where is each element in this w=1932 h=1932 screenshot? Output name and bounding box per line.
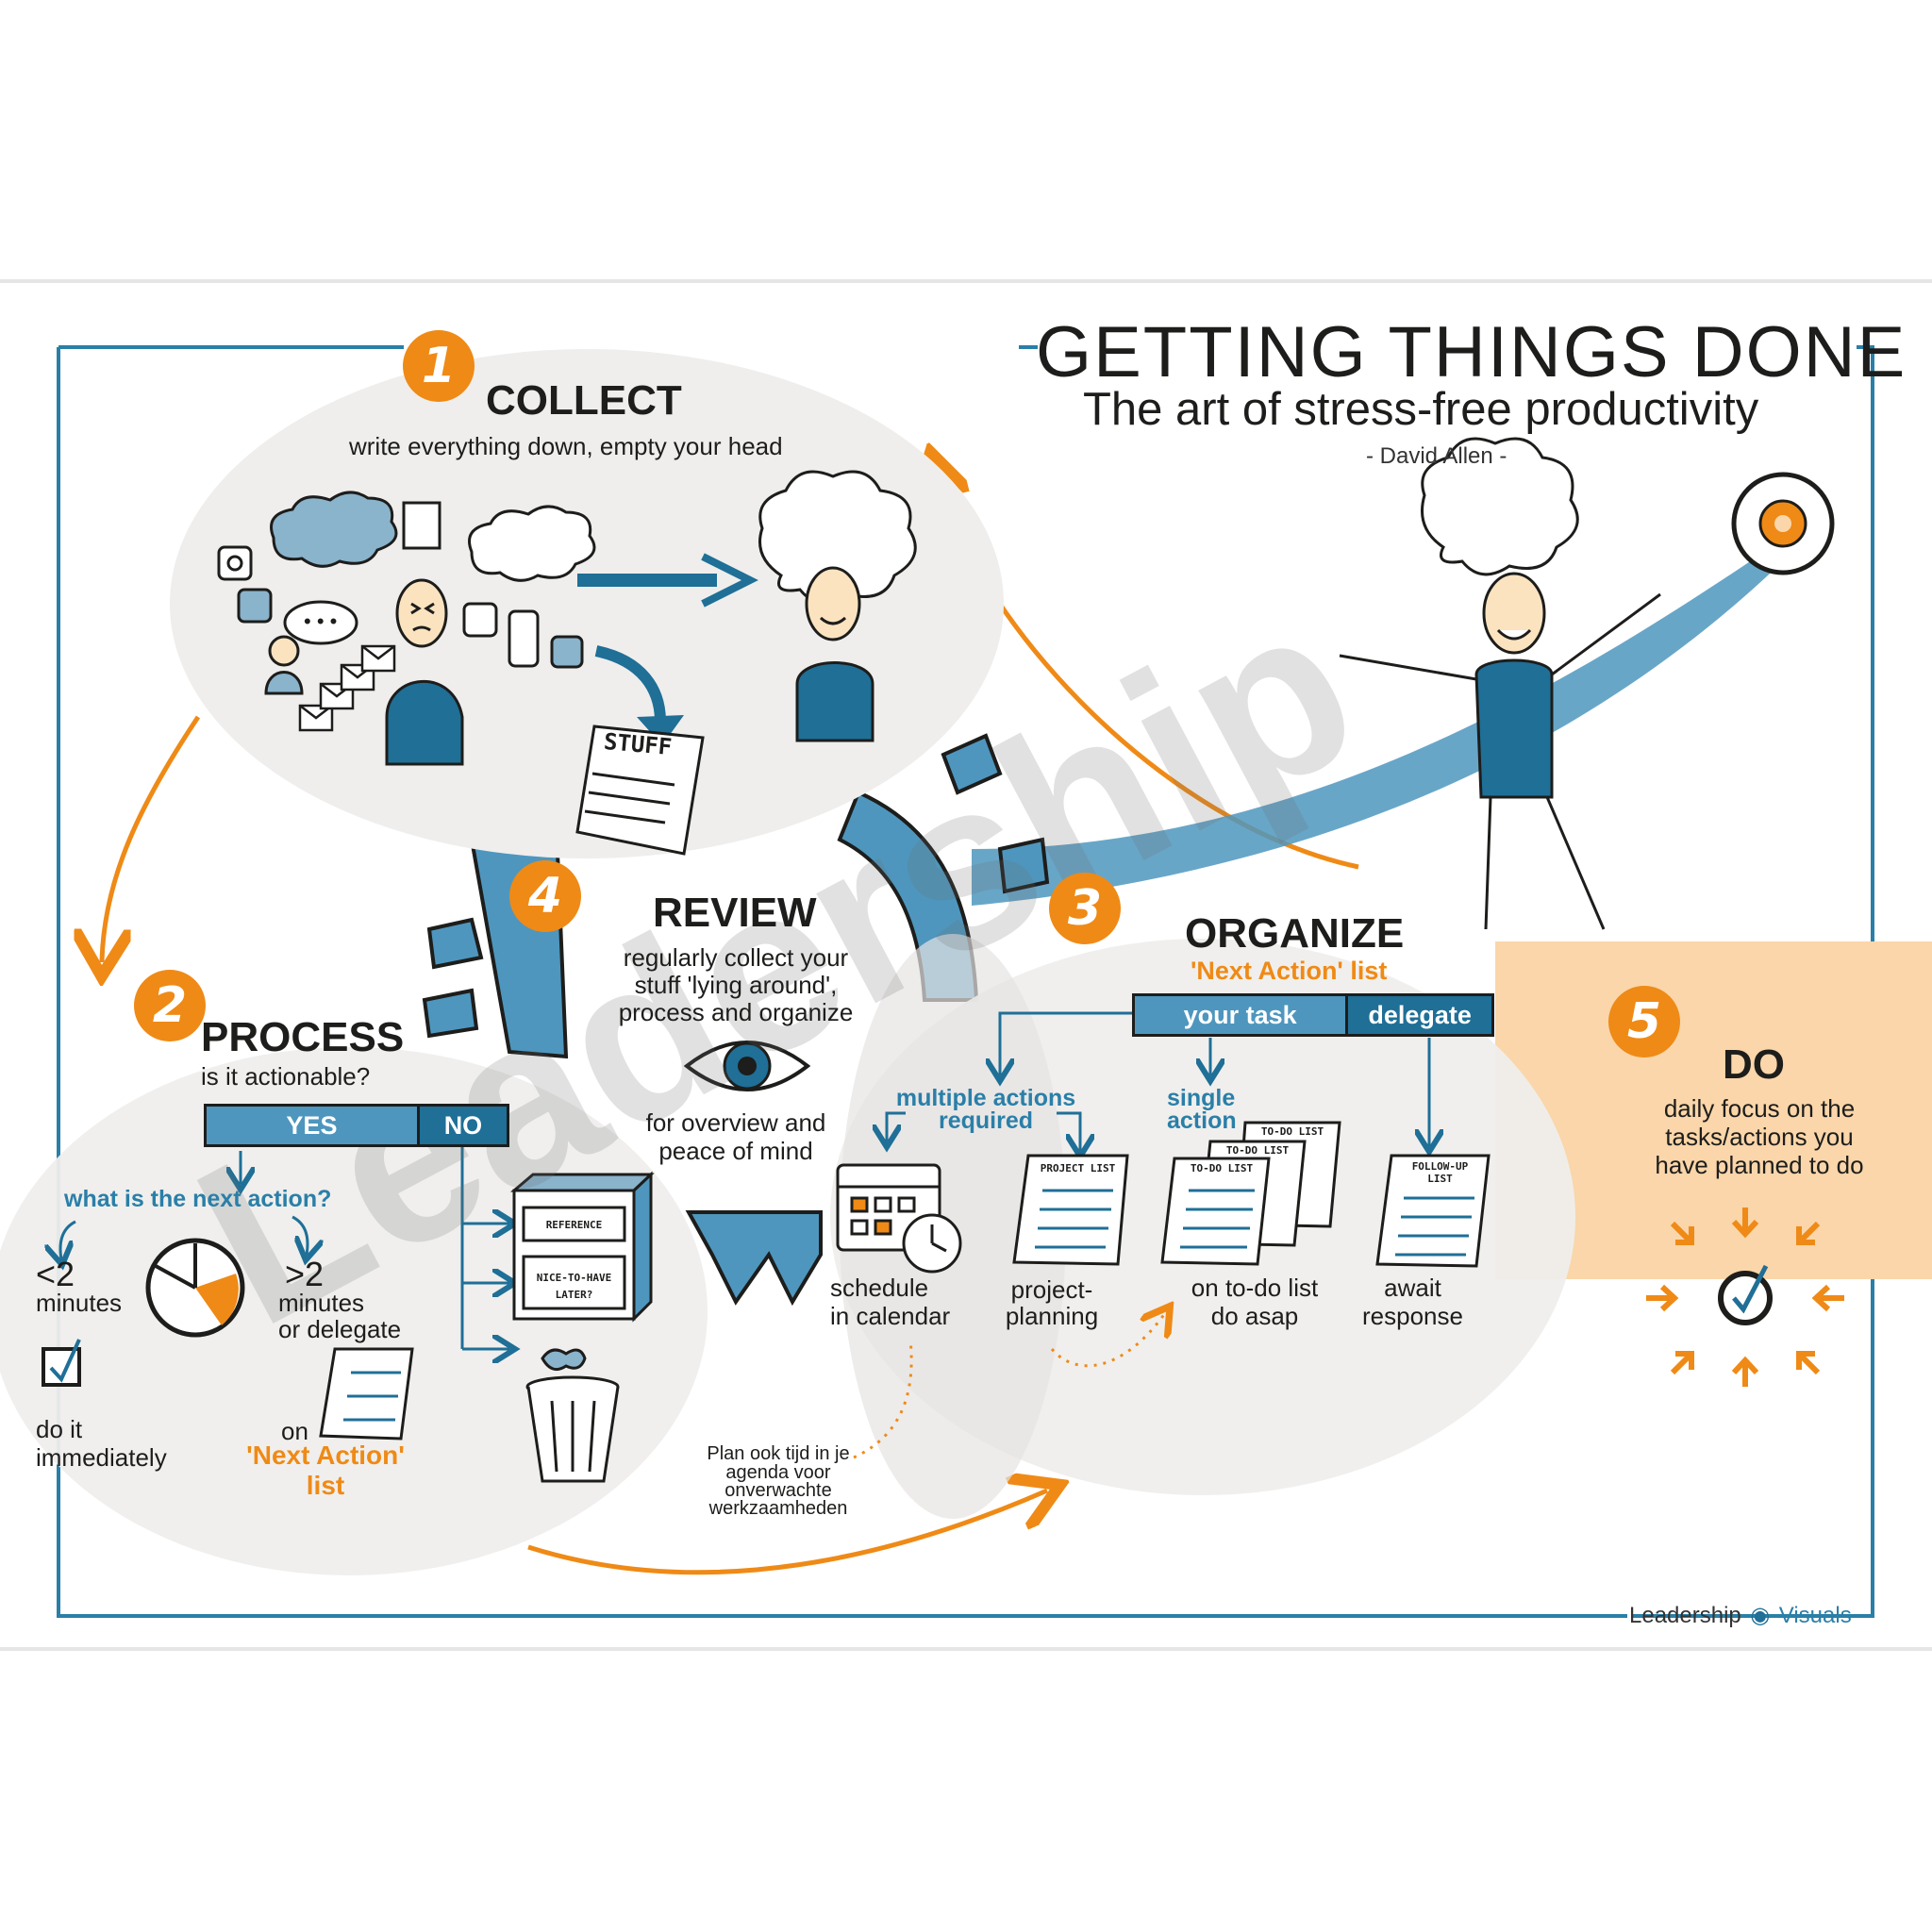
do-line-3: have planned to do (1655, 1151, 1864, 1179)
next-action-list-label-2: list (306, 1471, 345, 1500)
stressed-person-icon (385, 578, 464, 766)
process-question: is it actionable? (201, 1062, 371, 1091)
no-option: NO (416, 1107, 507, 1144)
yes-option: YES (207, 1107, 417, 1144)
organize-list-name: 'Next Action' list (1191, 957, 1388, 985)
check-target-icon (1718, 1264, 1773, 1325)
or-delegate: or delegate (278, 1315, 402, 1343)
step-number-review: 4 (509, 860, 581, 932)
single-action-label-2: action (1167, 1108, 1237, 1134)
todo-list-label-front: TO-DO LIST (1190, 1162, 1254, 1174)
do-it-label-1: do it (36, 1415, 83, 1443)
mail-icon (298, 644, 396, 732)
project-planning-label-2: planning (1005, 1302, 1099, 1330)
instagram-icon (217, 545, 253, 581)
checkbox-icon (42, 1339, 81, 1387)
your-task-option: your task (1135, 996, 1346, 1034)
eye-icon (683, 1041, 811, 1091)
facebook-icon (237, 588, 273, 624)
filing-cabinet-icon (509, 1171, 655, 1323)
calm-person-icon (758, 470, 917, 742)
brand-name-2: Visuals (1778, 1603, 1852, 1628)
more-than-two-unit: minutes (278, 1289, 365, 1317)
brand-eye-icon: ◉ (1750, 1603, 1771, 1628)
task-bar: your task delegate (1132, 993, 1494, 1037)
do-it-label-2: immediately (36, 1443, 167, 1472)
delegate-option: delegate (1345, 996, 1491, 1034)
multiple-actions-label-1: multiple actions (895, 1085, 1076, 1111)
actionable-bar: YES NO (204, 1104, 509, 1147)
brand-logo: Leadership ◉ Visuals (1629, 1602, 1852, 1629)
calendar-icon (836, 1163, 962, 1274)
happy-person-icon (1339, 437, 1661, 930)
step-number-do: 5 (1608, 986, 1680, 1058)
linkedin-icon (462, 602, 498, 638)
brand-name-1: Leadership (1629, 1603, 1741, 1628)
organize-title: ORGANIZE (1185, 910, 1405, 957)
author-credit: - David Allen - (1366, 443, 1507, 469)
less-than-two: <2 (36, 1255, 75, 1293)
project-planning-label-1: project- (1010, 1275, 1093, 1304)
note-line-1: Plan ook tijd in je (707, 1443, 850, 1464)
stuff-paper-icon (575, 724, 705, 856)
project-list-label: PROJECT LIST (1040, 1162, 1116, 1174)
step-number-collect: 1 (403, 330, 475, 402)
page-subtitle: The art of stress-free productivity (1083, 384, 1759, 435)
todo-label-1: on to-do list (1191, 1274, 1319, 1302)
svg-text:• • •: • • • (304, 609, 337, 633)
cabinet-reference-label: REFERENCE (545, 1219, 603, 1231)
todo-list-icon (1160, 1121, 1341, 1266)
do-title: DO (1723, 1041, 1785, 1088)
followup-list-label-2: LIST (1427, 1173, 1453, 1185)
collect-title: COLLECT (486, 377, 682, 424)
cabinet-nice-label-2: LATER? (555, 1289, 593, 1301)
page-title: GETTING THINGS DONE (1036, 312, 1907, 392)
review-line-2: stuff 'lying around', (634, 971, 838, 999)
review-title: REVIEW (653, 890, 817, 936)
review-line-4: for overview and (645, 1108, 826, 1137)
next-action-list-label-1: 'Next Action' (246, 1441, 405, 1470)
todo-list-label-middle: TO-DO LIST (1225, 1144, 1290, 1157)
project-list-icon (1012, 1154, 1129, 1266)
schedule-label-2: in calendar (830, 1302, 951, 1330)
note-line-2: agenda voor (725, 1462, 831, 1483)
next-action-list-icon (319, 1347, 414, 1441)
collect-description: write everything down, empty your head (349, 432, 783, 460)
next-action-question: what is the next action? (64, 1186, 332, 1212)
followup-list-icon (1375, 1154, 1491, 1268)
process-title: PROCESS (201, 1014, 405, 1060)
schedule-label-1: schedule (830, 1274, 929, 1302)
todo-list-label-back: TO-DO LIST (1260, 1125, 1324, 1138)
whatsapp-icon (550, 635, 584, 669)
followup-list-label-1: FOLLOW-UP (1411, 1160, 1469, 1173)
single-action-label-1: single (1167, 1085, 1236, 1111)
focus-arrows-icon (1646, 1208, 1844, 1387)
less-than-two-unit: minutes (36, 1289, 123, 1317)
small-person-icon (264, 635, 304, 695)
step-number-organize: 3 (1049, 873, 1121, 944)
target-icon (1731, 472, 1835, 575)
step-number-process: 2 (134, 970, 206, 1041)
todo-label-2: do asap (1210, 1302, 1299, 1330)
on-label: on (281, 1417, 308, 1445)
review-line-1: regularly collect your (623, 943, 849, 972)
note-line-4: werkzaamheden (708, 1498, 848, 1519)
multiple-actions-label-2: required (938, 1108, 1034, 1134)
cabinet-nice-label-1: NICE-TO-HAVE (536, 1272, 612, 1284)
await-label-2: response (1362, 1302, 1463, 1330)
note-line-3: onverwachte (724, 1480, 832, 1501)
clock-icon (145, 1238, 245, 1338)
do-line-1: daily focus on the (1663, 1094, 1856, 1123)
trash-bin-icon (525, 1348, 620, 1483)
await-label-1: await (1384, 1274, 1441, 1302)
review-line-5: peace of mind (658, 1137, 813, 1165)
review-line-3: process and organize (618, 998, 854, 1026)
more-than-two: >2 (285, 1255, 325, 1293)
phone-icon (508, 609, 540, 668)
do-line-2: tasks/actions you (1665, 1123, 1854, 1151)
progress-swoosh (972, 533, 1792, 906)
